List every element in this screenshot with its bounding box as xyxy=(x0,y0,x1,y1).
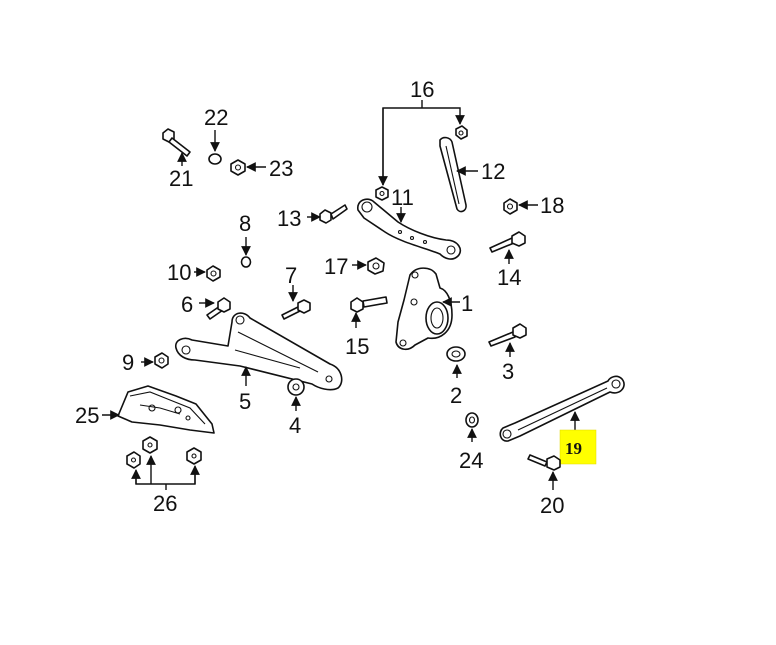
part-7-bolt[interactable]: 7 xyxy=(281,263,311,320)
label-15[interactable]: 15 xyxy=(345,334,369,359)
label-7[interactable]: 7 xyxy=(285,263,297,288)
label-14[interactable]: 14 xyxy=(497,265,521,290)
part-3-bolt[interactable]: 3 xyxy=(488,323,527,384)
label-18[interactable]: 18 xyxy=(540,193,564,218)
label-25[interactable]: 25 xyxy=(75,403,99,428)
part-5-trailing-arm[interactable]: 5 xyxy=(174,312,343,414)
part-13-bolt[interactable]: 13 xyxy=(277,204,348,231)
part-6-bolt[interactable]: 6 xyxy=(181,292,231,320)
label-19[interactable]: 19 xyxy=(565,439,582,458)
part-8-washer[interactable]: 8 xyxy=(239,211,252,268)
part-12-link[interactable]: 12 xyxy=(439,136,505,213)
label-21[interactable]: 21 xyxy=(169,166,193,191)
label-5[interactable]: 5 xyxy=(239,389,251,414)
part-1-knuckle[interactable]: 1 xyxy=(395,267,473,351)
part-4-bushing[interactable]: 4 xyxy=(287,378,305,438)
label-4[interactable]: 4 xyxy=(289,413,301,438)
highlight-19 xyxy=(559,429,597,465)
label-13[interactable]: 13 xyxy=(277,206,301,231)
part-21-bolt[interactable]: 21 xyxy=(162,128,193,191)
part-2-bushing[interactable]: 2 xyxy=(446,346,466,408)
part-15-bolt[interactable]: 15 xyxy=(345,296,388,359)
part-22-washer[interactable]: 22 xyxy=(204,105,228,165)
part-9-nut[interactable]: 9 xyxy=(122,350,169,375)
label-3[interactable]: 3 xyxy=(502,359,514,384)
part-11-upper-arm[interactable]: 11 xyxy=(357,185,462,260)
part-19-rod[interactable]: 19 xyxy=(499,375,625,465)
label-8[interactable]: 8 xyxy=(239,211,251,236)
label-10[interactable]: 10 xyxy=(167,260,191,285)
label-11[interactable]: 11 xyxy=(391,185,414,210)
part-24-bushing[interactable]: 24 xyxy=(459,412,483,473)
label-22[interactable]: 22 xyxy=(204,105,228,130)
part-10-nut[interactable]: 10 xyxy=(167,260,221,285)
part-25-shield[interactable]: 25 xyxy=(75,385,215,434)
part-16-nut-lower[interactable] xyxy=(375,186,389,201)
label-2[interactable]: 2 xyxy=(450,383,462,408)
label-26[interactable]: 26 xyxy=(153,491,177,516)
label-16[interactable]: 16 xyxy=(410,77,434,102)
label-1[interactable]: 1 xyxy=(461,291,473,316)
label-23[interactable]: 23 xyxy=(269,156,293,181)
part-17-cam-nut[interactable]: 17 xyxy=(324,254,385,279)
part-20-bolt[interactable]: 20 xyxy=(527,454,564,518)
label-20[interactable]: 20 xyxy=(540,493,564,518)
label-24[interactable]: 24 xyxy=(459,448,483,473)
part-14-bolt[interactable]: 14 xyxy=(489,231,526,290)
label-17[interactable]: 17 xyxy=(324,254,348,279)
label-9[interactable]: 9 xyxy=(122,350,134,375)
label-6[interactable]: 6 xyxy=(181,292,193,317)
label-12[interactable]: 12 xyxy=(481,159,505,184)
part-18-nut[interactable]: 18 xyxy=(503,193,564,218)
part-23-nut[interactable]: 23 xyxy=(230,156,293,181)
part-16-nut-top[interactable] xyxy=(455,125,468,140)
callout-16: 16 xyxy=(378,77,465,186)
part-26-bolts[interactable]: 26 xyxy=(126,436,202,516)
